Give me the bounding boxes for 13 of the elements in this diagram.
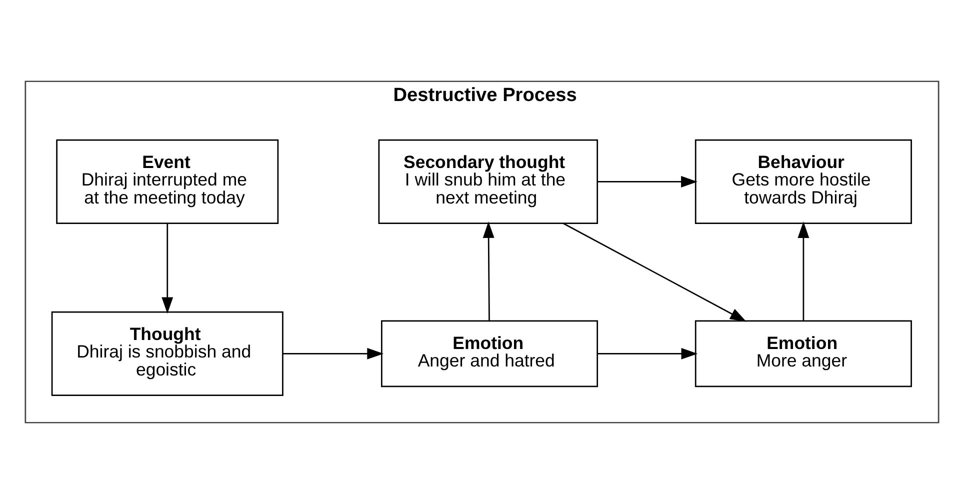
arrow [798,221,810,320]
node-box: Thought Dhiraj is snobbish and egoistic [51,310,284,396]
arrow [597,347,698,359]
node-box: Emotion More anger [694,320,912,387]
arrow [482,221,494,320]
node-box: Secondary thought I will snub him at the next meeting [378,138,598,224]
arrow [562,222,746,322]
node-box: Behaviour Gets more hostile towards Dhiraj [694,138,912,224]
arrow [162,223,174,314]
arrow [283,347,384,359]
node-box: Event Dhiraj interrupted me at the meeting today [56,138,279,224]
node-box: Emotion Anger and hatred [381,320,598,387]
arrow [598,175,698,187]
